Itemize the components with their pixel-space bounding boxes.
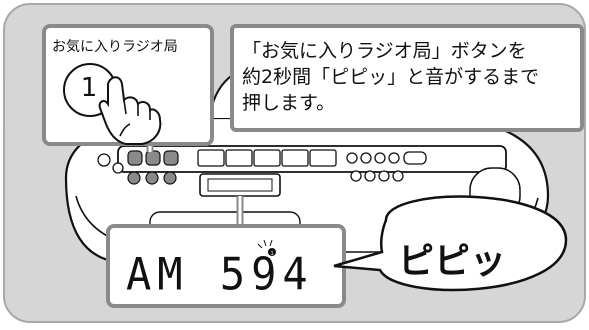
instruction-line-2: 約2秒間「ピピッ」と音がするまで [242, 66, 540, 88]
round-buttons [346, 151, 427, 182]
favorite-button-label: お気に入りラジオ局 [52, 39, 178, 55]
instruction-line-3: 押します。 [242, 92, 336, 114]
preset-buttons [127, 150, 179, 185]
hand-press-icon [98, 76, 162, 145]
speech-bubble [333, 195, 568, 292]
favorite-button-number: 1 [80, 73, 98, 103]
beep-indicator-icon: 1 [257, 239, 276, 257]
instruction-line-1: 「お気に入りラジオ局」ボタンを [242, 40, 527, 62]
lcd-reading: AM 594 [126, 248, 314, 301]
cassette-keys [197, 149, 337, 167]
svg-text:1: 1 [271, 251, 274, 257]
instruction-box [230, 24, 584, 132]
instruction-text: 「お気に入りラジオ局」ボタンを 約2秒間「ピピッ」と音がするまで 押します。 [242, 38, 572, 116]
beep-text: ピピッ [398, 241, 507, 282]
